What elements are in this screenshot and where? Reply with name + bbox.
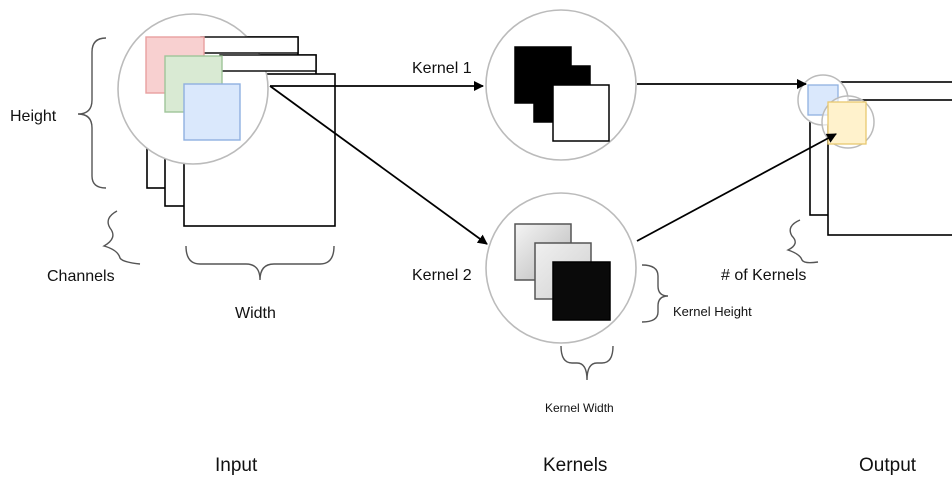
width-label: Width bbox=[235, 305, 276, 322]
width-brace bbox=[185, 245, 335, 281]
kernel1-channel-3 bbox=[552, 84, 610, 142]
section-input-title: Input bbox=[215, 455, 258, 476]
blue-patch bbox=[183, 83, 241, 141]
output-yellow-cell bbox=[827, 101, 867, 145]
kernel1-label: Kernel 1 bbox=[412, 60, 472, 77]
height-label: Height bbox=[10, 108, 57, 125]
input-patch-frame-1 bbox=[200, 36, 299, 54]
channels-brace bbox=[102, 210, 141, 265]
channels-label: Channels bbox=[47, 268, 115, 285]
height-brace bbox=[77, 37, 107, 189]
arrow-kernel2-to-output bbox=[636, 133, 837, 242]
kernel-height-brace bbox=[641, 264, 669, 323]
num-kernels-brace bbox=[786, 219, 819, 264]
arrow-input-to-kernel2 bbox=[269, 85, 488, 245]
section-kernels-title: Kernels bbox=[543, 455, 607, 476]
kernel-height-label: Kernel Height bbox=[673, 304, 752, 319]
kernel2-stack bbox=[514, 223, 611, 321]
kernel-width-label: Kernel Width bbox=[545, 401, 614, 415]
input-patch-frame-2 bbox=[219, 54, 317, 72]
kernel2-channel-3 bbox=[552, 261, 611, 321]
section-output-title: Output bbox=[859, 455, 917, 476]
num-kernels-label: # of Kernels bbox=[721, 267, 806, 284]
input-magnified-patches bbox=[145, 36, 317, 141]
kernel1-stack bbox=[514, 46, 610, 142]
kernel2-label: Kernel 2 bbox=[412, 267, 472, 284]
arrows bbox=[269, 79, 837, 245]
kernel-width-brace bbox=[560, 345, 614, 381]
